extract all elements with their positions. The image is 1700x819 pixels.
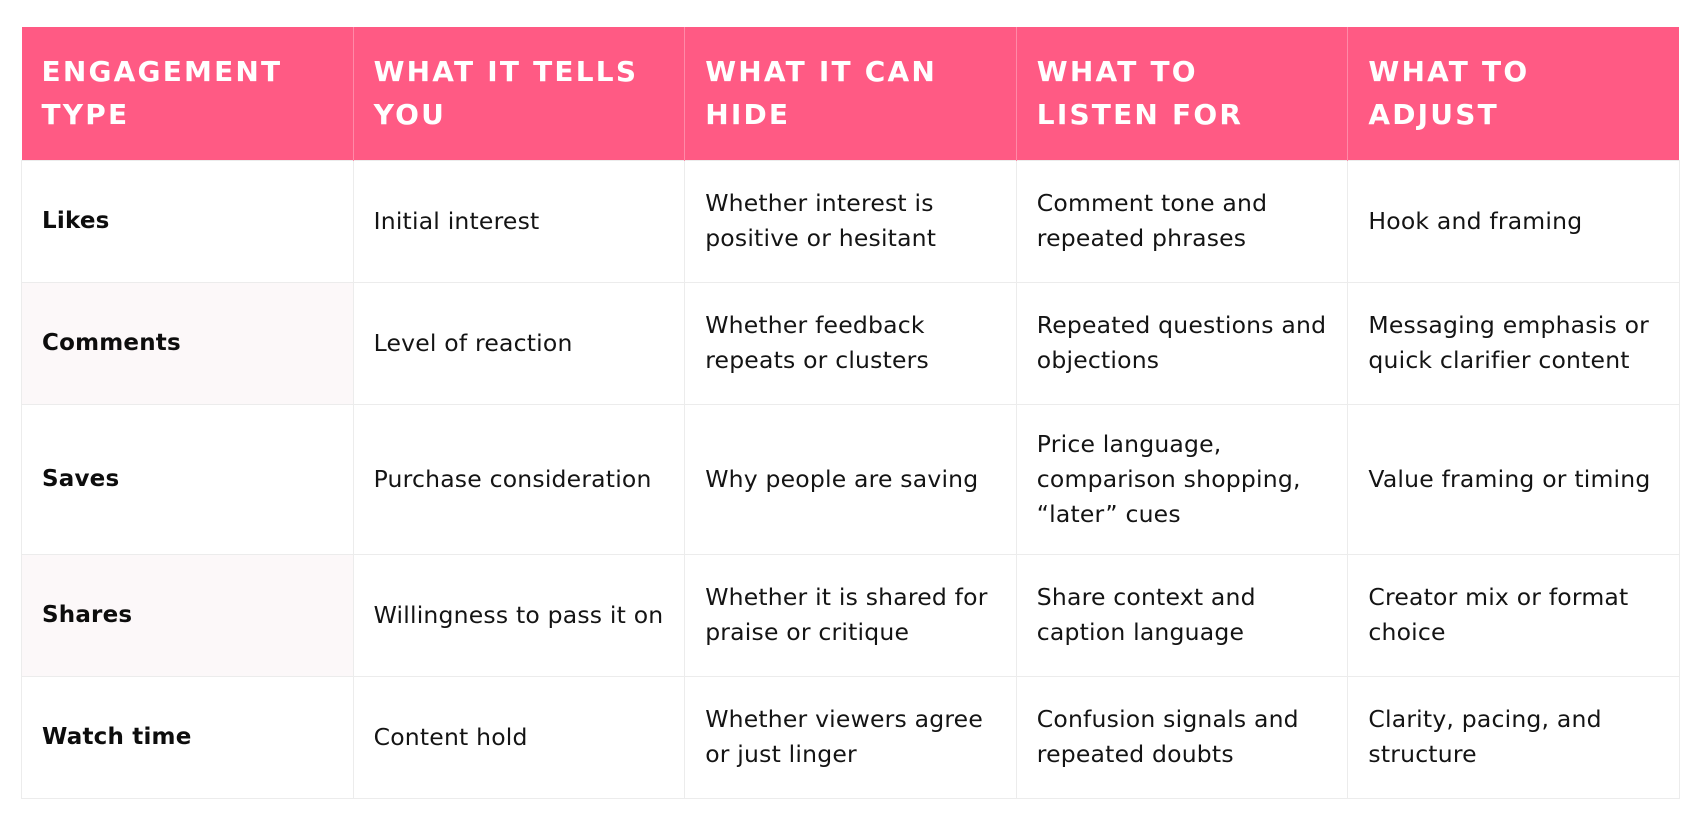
can-hide-cell: Whether it is shared for praise or criti… [684, 553, 1017, 677]
table-header: ENGAGEMENT TYPE WHAT IT TELLS YOU WHAT I… [21, 27, 1680, 160]
engagement-type-cell: Shares [21, 553, 354, 677]
adjust-cell: Value framing or timing [1347, 403, 1680, 555]
listen-for-cell: Share context and caption language [1015, 553, 1349, 677]
header-row: ENGAGEMENT TYPE WHAT IT TELLS YOU WHAT I… [21, 27, 1680, 160]
engagement-type-cell: Likes [21, 159, 354, 283]
tells-you-cell: Initial interest [352, 159, 686, 283]
header-engagement-type: ENGAGEMENT TYPE [21, 27, 354, 160]
header-what-to-adjust: WHAT TO ADJUST [1347, 27, 1680, 160]
engagement-type-cell: Saves [21, 403, 354, 555]
listen-for-cell: Comment tone and repeated phrases [1015, 159, 1349, 283]
table-row: Watch time Content hold Whether viewers … [21, 675, 1680, 799]
header-what-it-can-hide: WHAT IT CAN HIDE [684, 27, 1017, 160]
can-hide-cell: Why people are saving [684, 403, 1017, 555]
table-row: Likes Initial interest Whether interest … [21, 159, 1680, 283]
engagement-table: ENGAGEMENT TYPE WHAT IT TELLS YOU WHAT I… [21, 27, 1680, 799]
engagement-type-cell: Watch time [21, 675, 354, 799]
tells-you-cell: Willingness to pass it on [352, 553, 686, 677]
can-hide-cell: Whether interest is positive or hesitant [684, 159, 1017, 283]
adjust-cell: Messaging emphasis or quick clarifier co… [1347, 281, 1680, 405]
listen-for-cell: Confusion signals and repeated doubts [1015, 675, 1349, 799]
header-what-to-listen-for: WHAT TO LISTEN FOR [1016, 27, 1349, 160]
table-row: Shares Willingness to pass it on Whether… [21, 553, 1680, 677]
tells-you-cell: Purchase consideration [352, 403, 686, 555]
listen-for-cell: Repeated questions and objections [1015, 281, 1349, 405]
engagement-type-cell: Comments [21, 281, 354, 405]
listen-for-cell: Price language, comparison shopping, “la… [1015, 403, 1349, 555]
tells-you-cell: Content hold [352, 675, 686, 799]
table-body: Likes Initial interest Whether interest … [21, 159, 1680, 799]
engagement-table-container: ENGAGEMENT TYPE WHAT IT TELLS YOU WHAT I… [21, 27, 1680, 799]
adjust-cell: Hook and framing [1347, 159, 1680, 283]
table-row: Comments Level of reaction Whether feedb… [21, 281, 1680, 405]
header-what-it-tells-you: WHAT IT TELLS YOU [353, 27, 686, 160]
tells-you-cell: Level of reaction [352, 281, 686, 405]
can-hide-cell: Whether feedback repeats or clusters [684, 281, 1017, 405]
adjust-cell: Clarity, pacing, and structure [1347, 675, 1680, 799]
can-hide-cell: Whether viewers agree or just linger [684, 675, 1017, 799]
adjust-cell: Creator mix or format choice [1347, 553, 1680, 677]
table-row: Saves Purchase consideration Why people … [21, 403, 1680, 555]
